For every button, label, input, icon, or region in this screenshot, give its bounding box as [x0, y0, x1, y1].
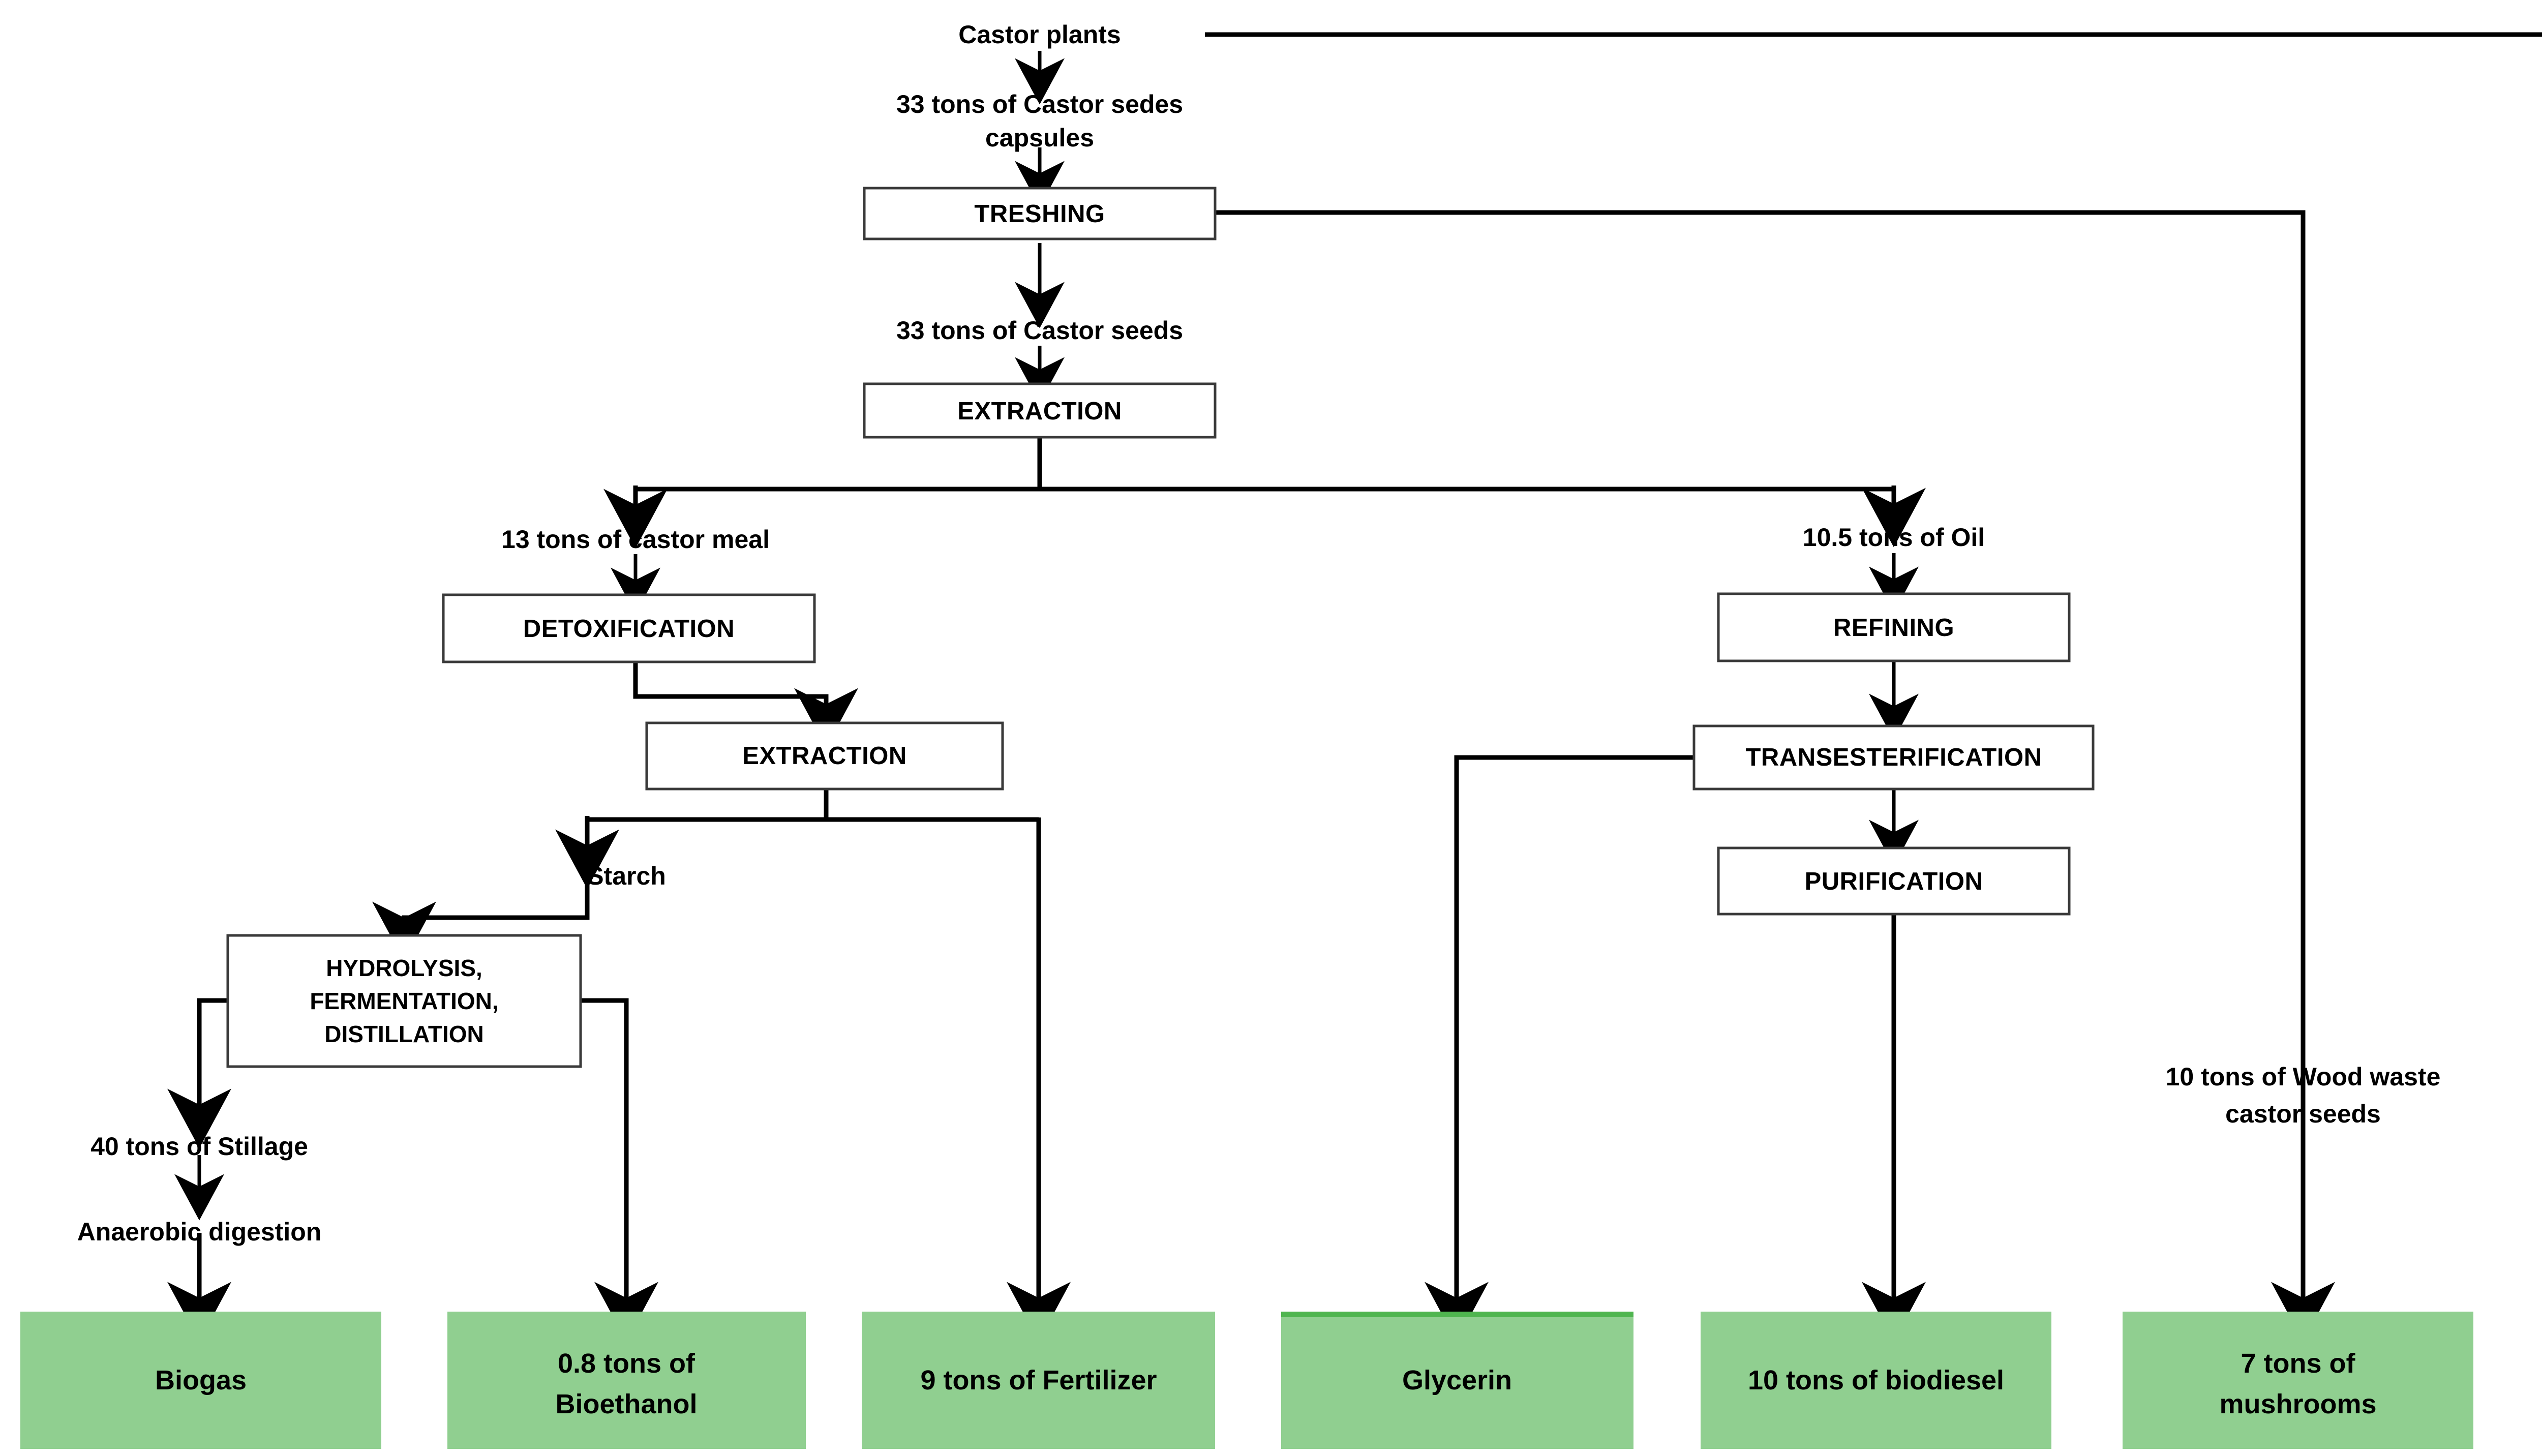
edge-starch-to-hydrolysis [372, 885, 590, 961]
product-label-bioethanol-line2: Bioethanol [556, 1389, 698, 1419]
process-label-treshing: TRESHING [974, 200, 1105, 228]
edge-plants-to-woodpellets [1205, 32, 2542, 37]
process-box-detoxification[interactable]: DETOXIFICATION [442, 593, 816, 663]
stream-label-starch: Starch [587, 862, 666, 890]
edge-detoxification-to-extraction [633, 662, 858, 748]
stream-label-castor-seeds: 33 tons of Castor seeds [896, 316, 1183, 345]
edge-extraction-meal-split [587, 789, 1039, 822]
stream-labels: Castor plants 33 tons of Castor sedes ca… [77, 20, 2441, 1246]
process-box-extraction-meal[interactable]: EXTRACTION [645, 721, 1004, 791]
process-label-detoxification: DETOXIFICATION [523, 615, 735, 643]
stream-label-castor-meal: 13 tons of castor meal [501, 525, 770, 554]
product-box-glycerin[interactable]: Glycerin [1281, 1312, 1633, 1449]
edge-transesterification-to-glycerin [1425, 755, 1718, 1342]
edge-hydrolysis-to-bioethanol [581, 998, 658, 1342]
product-box-biogas[interactable]: Biogas [20, 1312, 381, 1449]
connectors [167, 32, 2542, 1342]
process-box-purification[interactable]: PURIFICATION [1717, 846, 2071, 916]
product-box-glycerin-top-edge [1281, 1312, 1633, 1317]
process-box-transesterification[interactable]: TRANSESTERIFICATION [1692, 724, 2095, 791]
product-label-biodiesel-line1: 10 tons of biodiesel [1748, 1365, 2004, 1396]
process-label-extraction-seed: EXTRACTION [957, 398, 1122, 425]
product-label-mushrooms-line2: mushrooms [2219, 1389, 2376, 1419]
product-box-bioethanol[interactable]: 0.8 tons of Bioethanol [447, 1312, 806, 1449]
process-box-extraction-seed[interactable]: EXTRACTION [863, 382, 1217, 439]
process-box-hydrolysis[interactable]: HYDROLYSIS, FERMENTATION, DISTILLATION [226, 934, 582, 1068]
process-label-extraction-meal: EXTRACTION [742, 742, 907, 770]
product-label-glycerin-line1: Glycerin [1402, 1365, 1512, 1396]
process-label-hydrolysis-line3: DISTILLATION [324, 1021, 483, 1047]
process-label-refining: REFINING [1833, 614, 1954, 642]
process-box-refining[interactable]: REFINING [1717, 592, 2071, 662]
process-box-treshing[interactable]: TRESHING [863, 187, 1217, 240]
product-box-fertilizer[interactable]: 9 tons of Fertilizer [862, 1312, 1215, 1449]
stream-label-anaerobic-digestion: Anaerobic digestion [77, 1218, 322, 1246]
process-label-hydrolysis-line2: FERMENTATION, [310, 988, 498, 1014]
stream-label-castor-plants: Castor plants [958, 20, 1121, 49]
product-label-fertilizer-line1: 9 tons of Fertilizer [920, 1365, 1157, 1396]
product-box-biodiesel[interactable]: 10 tons of biodiesel [1701, 1312, 2051, 1449]
product-box-mushrooms[interactable]: 7 tons of mushrooms [2123, 1312, 2473, 1449]
product-label-bioethanol-line1: 0.8 tons of [558, 1348, 695, 1379]
process-label-transesterification: TRANSESTERIFICATION [1746, 744, 2042, 771]
stream-label-wood-waste-line1: 10 tons of Wood waste [2166, 1063, 2441, 1091]
process-label-hydrolysis-line1: HYDROLYSIS, [326, 955, 482, 981]
stream-label-stillage: 40 tons of Stillage [90, 1132, 308, 1161]
process-label-purification: PURIFICATION [1805, 868, 1983, 895]
edge-hydrolysis-to-stillage [167, 998, 231, 1148]
edge-extraction-split [636, 438, 1894, 492]
stream-label-oil: 10.5 tons of Oil [1803, 523, 1985, 552]
stream-label-wood-waste-line2: castor seeds [2225, 1100, 2381, 1128]
product-label-mushrooms-line1: 7 tons of [2241, 1348, 2356, 1379]
product-label-biogas-line1: Biogas [155, 1365, 247, 1396]
stream-label-seed-capsules-line2: capsules [985, 124, 1094, 152]
stream-label-seed-capsules-line1: 33 tons of Castor sedes [896, 90, 1183, 118]
edge-treshing-to-mushrooms [1215, 210, 2335, 1342]
